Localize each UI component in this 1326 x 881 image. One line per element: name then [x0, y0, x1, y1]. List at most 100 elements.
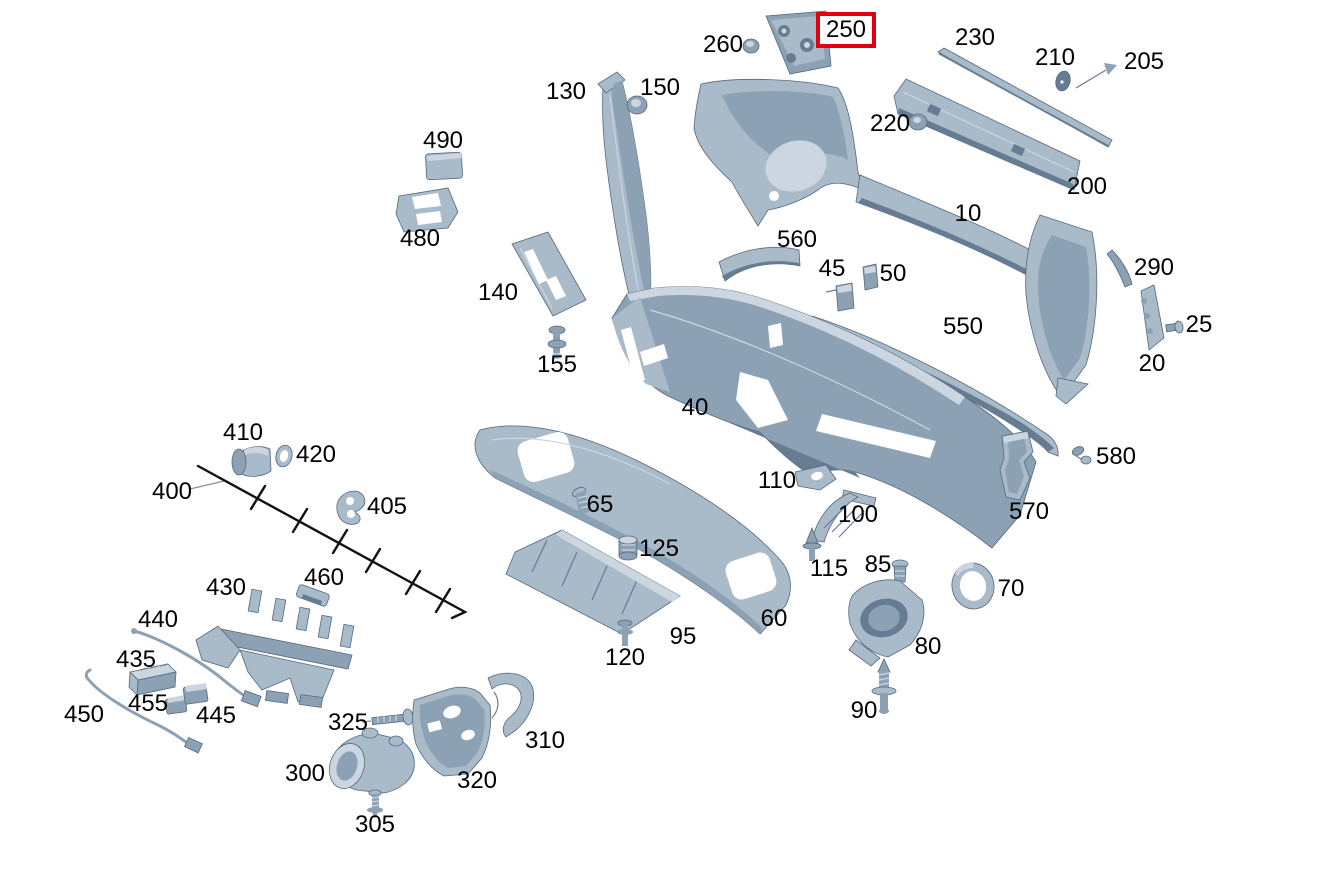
part-305-shape [367, 789, 383, 819]
part-label-305[interactable]: 305 [354, 811, 396, 838]
part-110-shape [794, 464, 837, 491]
part-450-wire [84, 668, 203, 754]
part-150-shape [626, 95, 648, 115]
part-label-560[interactable]: 560 [776, 226, 818, 253]
part-label-50[interactable]: 50 [879, 260, 907, 287]
part-label-25[interactable]: 25 [1185, 311, 1213, 338]
part-label-110[interactable]: 110 [757, 467, 797, 494]
part-label-490[interactable]: 490 [422, 127, 464, 154]
part-label-85[interactable]: 85 [864, 551, 892, 578]
part-label-420[interactable]: 420 [295, 441, 337, 468]
part-60-shape [474, 425, 791, 635]
part-400-harness-line [189, 464, 468, 620]
part-label-250-selected[interactable]: 250 [815, 12, 877, 48]
part-200-shape [893, 78, 1081, 191]
part-445-shape [182, 683, 209, 705]
part-435-shape [128, 663, 177, 696]
part-85-shape [891, 559, 909, 583]
part-310-shape [487, 672, 534, 738]
part-label-220[interactable]: 220 [869, 110, 911, 137]
part-300-shape [328, 727, 415, 794]
part-560-shape [718, 246, 801, 282]
part-label-435[interactable]: 435 [115, 646, 157, 673]
part-label-450[interactable]: 450 [63, 701, 105, 728]
part-label-80[interactable]: 80 [914, 633, 942, 660]
part-label-45[interactable]: 45 [818, 255, 846, 282]
part-label-440[interactable]: 440 [137, 606, 179, 633]
part-label-65[interactable]: 65 [586, 491, 614, 518]
part-10-shape [693, 78, 1098, 405]
part-490-shape [425, 151, 463, 181]
part-label-300[interactable]: 300 [284, 760, 326, 787]
part-label-260[interactable]: 260 [702, 31, 744, 58]
part-20-shape [1140, 284, 1165, 351]
part-label-200[interactable]: 200 [1066, 173, 1108, 200]
part-label-460[interactable]: 460 [303, 564, 345, 591]
part-label-455[interactable]: 455 [127, 690, 169, 717]
part-label-400[interactable]: 400 [151, 478, 193, 505]
part-label-410[interactable]: 410 [222, 419, 264, 446]
part-250-shape [765, 10, 832, 75]
part-label-405[interactable]: 405 [366, 493, 408, 520]
part-115-shape [802, 526, 822, 561]
part-label-10[interactable]: 10 [954, 200, 982, 227]
part-label-290[interactable]: 290 [1133, 254, 1175, 281]
part-410-shape [231, 446, 272, 477]
part-230-shape [937, 47, 1113, 148]
part-430-shape [195, 588, 355, 708]
part-label-230[interactable]: 230 [954, 24, 996, 51]
part-label-205[interactable]: 205 [1123, 48, 1165, 75]
part-label-570[interactable]: 570 [1008, 498, 1050, 525]
part-label-115[interactable]: 115 [809, 555, 849, 582]
part-420-shape [275, 444, 293, 468]
part-label-325[interactable]: 325 [327, 709, 369, 736]
part-25-shape [1165, 320, 1184, 334]
part-label-60[interactable]: 60 [760, 605, 788, 632]
part-label-70[interactable]: 70 [997, 575, 1025, 602]
part-label-445[interactable]: 445 [195, 702, 237, 729]
part-205-shape [1075, 63, 1117, 89]
part-label-125[interactable]: 125 [638, 535, 680, 562]
part-50-shape [862, 263, 879, 291]
part-label-120[interactable]: 120 [604, 644, 646, 671]
part-90-shape [871, 658, 897, 714]
part-570-shape [999, 430, 1034, 501]
part-325-shape [361, 708, 414, 726]
part-label-155[interactable]: 155 [536, 351, 578, 378]
part-480-shape [395, 187, 459, 233]
part-label-580[interactable]: 580 [1095, 443, 1137, 470]
part-130-shape [597, 71, 652, 307]
part-label-20[interactable]: 20 [1138, 350, 1166, 377]
part-label-150[interactable]: 150 [639, 74, 681, 101]
part-45-shape [825, 282, 855, 312]
part-label-40[interactable]: 40 [681, 394, 709, 421]
part-label-320[interactable]: 320 [456, 767, 498, 794]
part-100-shape [811, 489, 877, 543]
part-label-130[interactable]: 130 [545, 78, 587, 105]
part-125-shape [618, 535, 638, 561]
part-455-shape [164, 695, 188, 715]
part-210-shape [1055, 70, 1071, 92]
part-95-shape [505, 529, 681, 635]
part-320-shape [412, 686, 492, 777]
part-460-shape [296, 584, 330, 607]
part-label-210[interactable]: 210 [1034, 44, 1076, 71]
part-label-430[interactable]: 430 [205, 574, 247, 601]
part-260-shape [742, 38, 760, 54]
part-40-shape [611, 286, 1037, 549]
part-140-shape [511, 231, 587, 317]
part-label-480[interactable]: 480 [399, 225, 441, 252]
part-label-90[interactable]: 90 [850, 697, 878, 724]
part-405-shape [336, 490, 366, 525]
part-80-shape [848, 579, 925, 667]
part-65-shape [572, 486, 590, 515]
part-label-95[interactable]: 95 [669, 623, 697, 650]
part-label-310[interactable]: 310 [524, 727, 566, 754]
part-label-100[interactable]: 100 [837, 501, 879, 528]
part-label-140[interactable]: 140 [477, 279, 519, 306]
part-155-shape [547, 325, 567, 359]
part-290-shape [1106, 249, 1133, 288]
part-label-550[interactable]: 550 [942, 313, 984, 340]
